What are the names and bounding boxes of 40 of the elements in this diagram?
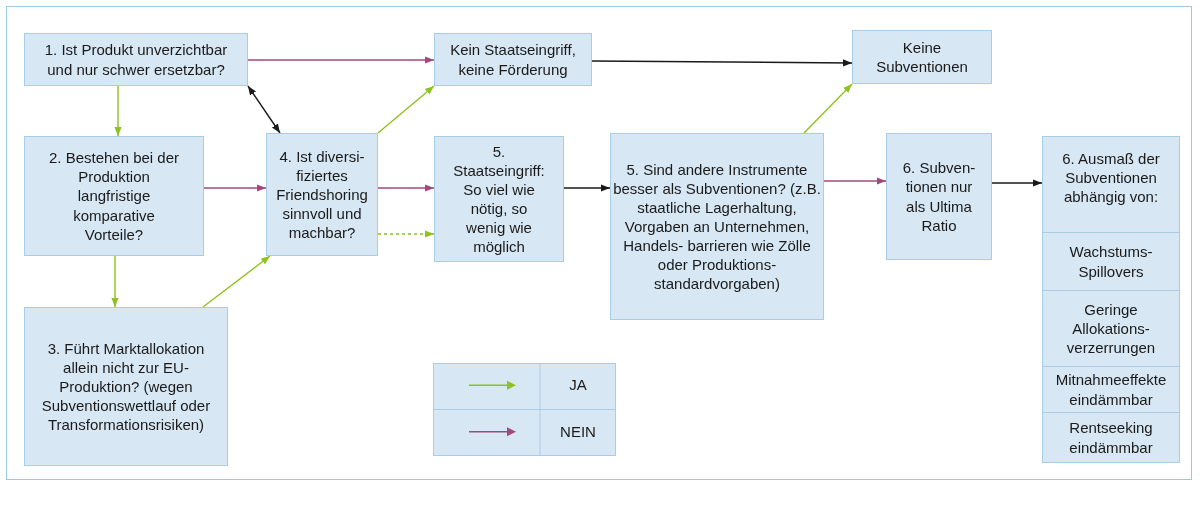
- process-box: [24, 33, 248, 86]
- node-text: 5. Sind andere Instrumente besser als Subventionen? (z.B. staatliche Lagerhaltung, Vorgaben an Unternehmen, Handels- barrieren wie Zölle oder Produktions- standardvorgaben): [612, 159, 822, 294]
- node-text: 4. Ist diversi- fiziertes Friendshoring sinnvoll und machbar?: [275, 146, 369, 243]
- process-box: [610, 133, 824, 320]
- process-box: [434, 33, 592, 86]
- arrow: [202, 255, 271, 308]
- node-text: 5. Staatseingriff: So viel wie nötig, so wenig wie möglich: [452, 141, 546, 257]
- process-box: [434, 136, 564, 262]
- arrow: [563, 184, 611, 192]
- node-text: Geringe Allokations- verzerrungen: [1065, 299, 1157, 358]
- arrow: [591, 59, 853, 67]
- node-text: Wachstums- Spillovers: [1068, 242, 1154, 281]
- arrow: [377, 85, 435, 134]
- legend-label: NEIN: [559, 422, 597, 440]
- node-text: 2. Bestehen bei der Produktion langfristige komparative Vorteile?: [47, 148, 181, 244]
- node-text: Kein Staatseingriff, keine Förderung: [449, 40, 577, 79]
- node-text: Keine Subventionen: [875, 37, 969, 77]
- process-box: [266, 133, 378, 256]
- process-box: [24, 307, 228, 466]
- node-text: 6. Subven- tionen nur als Ultima Ratio: [901, 158, 977, 235]
- arrow: [247, 56, 435, 64]
- process-box: [852, 30, 992, 84]
- arrow: [377, 184, 435, 192]
- node-text: Mitnahmeeffekte eindämmbar: [1054, 370, 1168, 409]
- arrow: [203, 184, 267, 192]
- process-box: [24, 136, 204, 256]
- legend-label: JA: [568, 376, 588, 394]
- process-box: [1042, 136, 1180, 463]
- arrow: [111, 255, 119, 308]
- arrow: [114, 85, 122, 137]
- arrow: [823, 177, 887, 185]
- arrow: [377, 230, 435, 238]
- node-text: 3. Führt Marktallokation allein nicht zur EU-Produktion? (wegen Subventionswettlauf oder Transformationsrisiken): [40, 338, 212, 435]
- arrow: [803, 83, 853, 134]
- node-text: 6. Ausmaß der Subventionen abhängig von:: [1061, 149, 1161, 207]
- node-text: 1. Ist Produkt unverzichtbar und nur schwer ersetzbar?: [43, 40, 229, 79]
- process-box: [886, 133, 992, 260]
- arrow: [991, 179, 1043, 187]
- node-text: Rentseeking eindämmbar: [1068, 418, 1154, 457]
- arrow: [247, 85, 281, 134]
